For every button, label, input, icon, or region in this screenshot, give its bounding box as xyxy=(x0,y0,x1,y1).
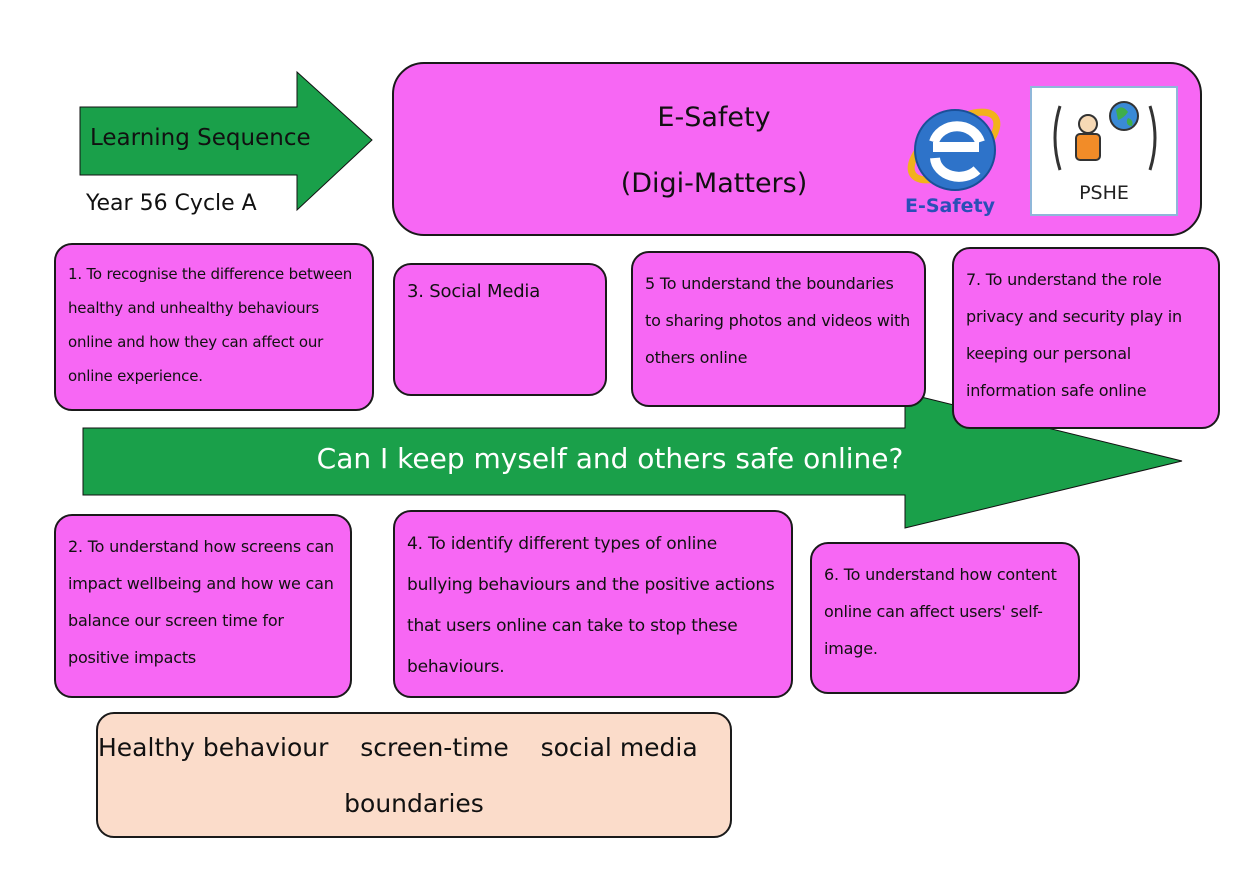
page-title: E-Safety xyxy=(657,102,771,133)
objective-card-6: 6. To understand how content online can … xyxy=(810,542,1080,694)
objective-2-text: 2. To understand how screens can impact … xyxy=(68,537,334,667)
objective-card-3: 3. Social Media xyxy=(393,263,607,396)
objective-7-text: 7. To understand the role privacy and se… xyxy=(966,270,1182,400)
learning-sequence-arrow xyxy=(79,70,373,212)
year-cycle-label: Year 56 Cycle A xyxy=(86,191,257,216)
objective-3-text: 3. Social Media xyxy=(407,281,541,302)
learning-sequence-label: Learning Sequence xyxy=(90,125,311,151)
objective-6-text: 6. To understand how content online can … xyxy=(824,565,1057,658)
objective-card-4: 4. To identify different types of online… xyxy=(393,510,793,698)
big-question: Can I keep myself and others safe online… xyxy=(316,442,904,475)
pshe-logo: PSHE xyxy=(1030,86,1178,216)
pshe-person-globe-icon xyxy=(1053,101,1157,171)
objective-5-text: 5 To understand the boundaries to sharin… xyxy=(645,274,911,367)
objective-4-text: 4. To identify different types of online… xyxy=(407,534,775,677)
objective-card-5: 5 To understand the boundaries to sharin… xyxy=(631,251,926,407)
esafety-logo: E-Safety xyxy=(899,84,1019,224)
keywords-line-2: boundaries xyxy=(344,789,484,818)
esafety-logo-text: E-Safety xyxy=(905,195,995,217)
keywords-line-1: Healthy behaviour screen-time social med… xyxy=(98,733,698,762)
objective-1-text: 1. To recognise the difference between h… xyxy=(68,265,353,385)
objective-card-1: 1. To recognise the difference between h… xyxy=(54,243,374,411)
big-question-arrow xyxy=(82,392,1183,529)
keywords-box: Healthy behaviour screen-time social med… xyxy=(96,712,732,838)
page-subtitle: (Digi-Matters) xyxy=(620,168,808,199)
objective-card-2: 2. To understand how screens can impact … xyxy=(54,514,352,698)
objective-card-7: 7. To understand the role privacy and se… xyxy=(952,247,1220,429)
e-logo-icon xyxy=(907,108,1001,191)
title-box: E-Safety (Digi-Matters) E-Safety PSHE xyxy=(392,62,1202,236)
pshe-logo-text: PSHE xyxy=(1079,182,1129,204)
